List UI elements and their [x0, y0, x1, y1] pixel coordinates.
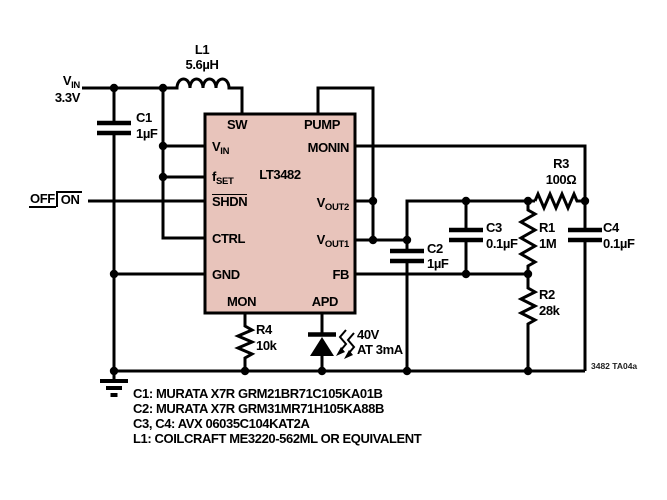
- wires: [82, 77, 587, 373]
- resistor-r2-symbol: [517, 274, 539, 371]
- resistor-r2-label: R2 28k: [539, 287, 560, 318]
- off-label: OFF: [29, 191, 56, 208]
- light-arrowhead: [336, 347, 345, 356]
- capacitor-plates: [97, 120, 602, 264]
- pin-gnd: GND: [212, 267, 240, 282]
- wire-monin: [355, 144, 587, 201]
- pin-shdn: SHDN: [212, 194, 248, 209]
- photodiode-symbol: [308, 329, 356, 359]
- wire-pump-loop: [316, 86, 375, 240]
- pin-fset: fSET: [212, 169, 234, 187]
- junction-dots: [109, 83, 590, 376]
- ic-lt3482: SW PUMP VIN MONIN LT3482 fSET SHDN VOUT2…: [205, 114, 355, 313]
- wire-vin-rail: [82, 77, 244, 114]
- capacitor-c3-label: C3 0.1µF: [486, 220, 518, 251]
- pin-pump: PUMP: [304, 117, 340, 132]
- note-line: C2: MURATA X7R GRM31MR71H105KA88B: [133, 401, 384, 416]
- resistor-r3-label: R3 100Ω: [545, 156, 577, 187]
- pin-mon: MON: [227, 294, 257, 309]
- ic-body: [203, 112, 357, 315]
- resistor-r3-symbol: [533, 190, 585, 212]
- resistor-r4-label: R4 10k: [256, 322, 277, 353]
- pin-sw: SW: [227, 117, 248, 132]
- light-arrows-icon: [338, 329, 356, 354]
- capacitor-c1-symbol: [97, 120, 131, 136]
- capacitor-c4-symbol: [568, 227, 602, 243]
- wire-left-bus: [161, 88, 205, 240]
- capacitor-c2-symbol: [390, 248, 424, 264]
- light-arrowhead: [344, 350, 353, 359]
- parts-notes: C1: MURATA X7R GRM21BR71C105KA01B C2: MU…: [133, 386, 422, 446]
- ic-part-number: LT3482: [259, 167, 301, 182]
- pin-ctrl: CTRL: [212, 231, 246, 246]
- note-line: C3, C4: AVX 06035C104KAT2A: [133, 416, 310, 431]
- pin-fb: FB: [332, 267, 349, 282]
- figure-id: 3482 TA04a: [591, 361, 638, 371]
- resistor-r4-symbol: [234, 313, 256, 371]
- on-label: ON: [55, 191, 82, 207]
- capacitor-c4-label: C4 0.1µF: [603, 220, 635, 251]
- inductor-l1-label: L1 5.6µH: [185, 42, 219, 72]
- pin-vin: VIN: [212, 139, 230, 157]
- capacitor-c1-label: C1 1µF: [136, 110, 158, 141]
- pin-vout2: VOUT2: [316, 195, 350, 213]
- apd-output-label: 40V AT 3mA: [357, 327, 403, 357]
- pin-apd: APD: [311, 294, 339, 309]
- capacitor-c3-symbol: [449, 227, 483, 243]
- pin-vout1: VOUT1: [316, 232, 350, 250]
- capacitor-c2-label: C2 1µF: [427, 241, 449, 271]
- pin-monin: MONIN: [307, 140, 350, 155]
- diode-anode-triangle: [310, 337, 334, 356]
- vin-voltage: 3.3V: [54, 90, 81, 105]
- note-line: C1: MURATA X7R GRM21BR71C105KA01B: [133, 386, 383, 401]
- resistor-r1-symbol: [517, 201, 539, 274]
- vin-source-label: VIN 3.3V: [26, 73, 81, 105]
- resistor-r1-label: R1 1M: [539, 220, 557, 251]
- wire-vout1-rail: [355, 199, 535, 242]
- note-line: L1: COILCRAFT ME3220-562ML OR EQUIVALENT: [133, 431, 422, 446]
